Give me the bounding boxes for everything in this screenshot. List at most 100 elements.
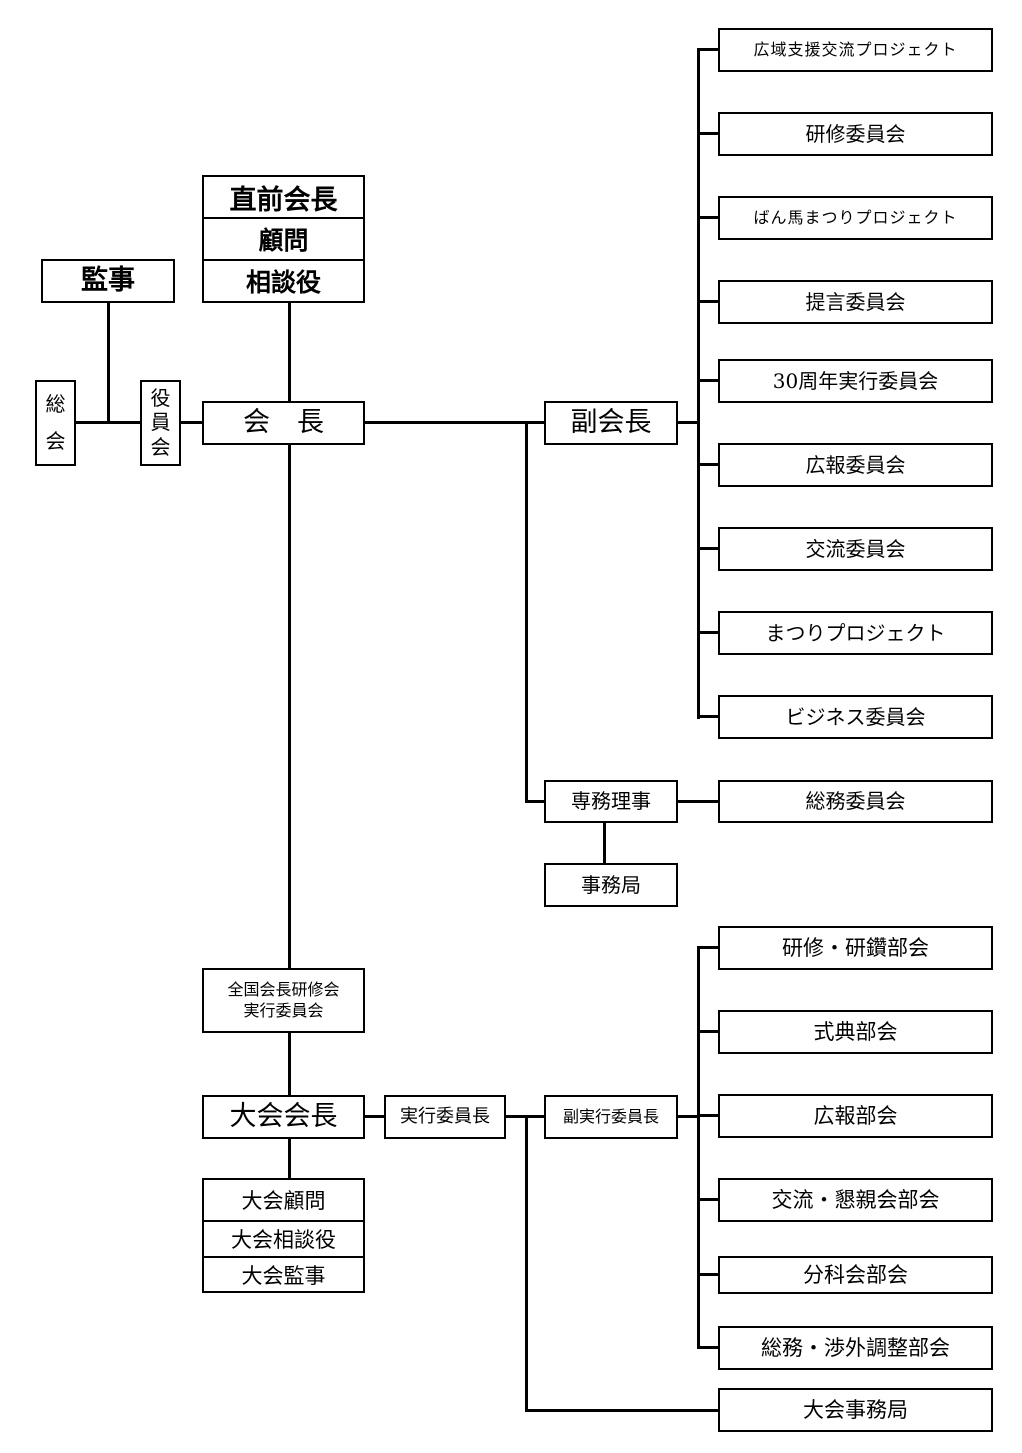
division-box: 総務・渉外調整部会 (718, 1326, 993, 1370)
division-box: 交流・懇親会部会 (718, 1178, 993, 1222)
exec-chair-label: 実行委員長 (400, 1105, 490, 1127)
office-label: 事務局 (581, 872, 641, 897)
auditor-box: 監事 (41, 259, 175, 303)
committee-label: ばん馬まつりプロジェクト (753, 207, 958, 227)
connector (697, 300, 720, 303)
national-seminar-committee-box: 全国会長研修会 実行委員会 (202, 968, 365, 1033)
division-label: 広報部会 (813, 1103, 898, 1128)
connector (697, 49, 700, 719)
committee-box: 交流委員会 (718, 527, 993, 571)
division-box: 研修・研鑽部会 (718, 926, 993, 970)
connector (697, 1273, 720, 1276)
convention-president-box: 大会会長 (202, 1095, 365, 1139)
connector (363, 1115, 386, 1118)
committee-label: 提言委員会 (805, 289, 906, 314)
committee-box: 研修委員会 (718, 112, 993, 156)
committee-label: 交流委員会 (805, 536, 906, 561)
connector (180, 421, 204, 424)
board-char: 役 (150, 385, 171, 410)
connector (288, 301, 291, 403)
convention-advisor-label: 大会顧問 (241, 1189, 326, 1213)
committee-label: 研修委員会 (805, 121, 906, 146)
connector (676, 421, 700, 424)
connector (107, 301, 110, 423)
convention-advisor-cell: 大会顧問 (204, 1180, 363, 1222)
connector (697, 715, 720, 718)
connector (697, 946, 720, 949)
general-assembly-char: 総 (45, 392, 66, 416)
general-assembly-char: 会 (45, 429, 66, 453)
division-label: 研修・研鑽部会 (782, 935, 929, 960)
former-president-label: 直前会長 (229, 184, 338, 216)
division-label: 式典部会 (813, 1019, 898, 1044)
committee-label: 広報委員会 (805, 452, 906, 477)
president-label: 会 長 (243, 407, 324, 439)
committee-box: 広報委員会 (718, 443, 993, 487)
committee-box: 広域支援交流プロジェクト (718, 28, 993, 72)
division-label: 総務・渉外調整部会 (761, 1335, 950, 1360)
former-president-cell: 直前会長 (204, 177, 363, 219)
national-seminar-line: 実行委員会 (243, 1000, 324, 1020)
advisor-label: 顧問 (258, 226, 309, 255)
connector (697, 1030, 720, 1033)
convention-president-label: 大会会長 (229, 1101, 338, 1133)
division-label: 交流・懇親会部会 (771, 1187, 940, 1212)
connector (697, 631, 720, 634)
connector (697, 379, 720, 382)
board-char: 員 (150, 410, 171, 435)
committee-box: ばん馬まつりプロジェクト (718, 196, 993, 240)
auditor-label: 監事 (81, 265, 135, 297)
convention-auditor-cell: 大会監事 (204, 1258, 363, 1291)
convention-counselor-label: 大会相談役 (231, 1228, 336, 1252)
counselor-cell: 相談役 (204, 261, 363, 301)
convention-advisors-stack: 大会顧問 大会相談役 大会監事 (202, 1178, 365, 1293)
vice-president-box: 副会長 (544, 401, 678, 445)
convention-counselor-cell: 大会相談役 (204, 1222, 363, 1258)
convention-office-box: 大会事務局 (718, 1388, 993, 1432)
advisors-stack: 直前会長 顧問 相談役 (202, 175, 365, 303)
board-box: 役 員 会 (140, 380, 181, 466)
division-label: 分科会部会 (803, 1262, 908, 1287)
vice-exec-chair-box: 副実行委員長 (544, 1095, 678, 1139)
vice-president-label: 副会長 (570, 407, 652, 439)
general-assembly-box: 総 会 (35, 380, 76, 466)
vice-exec-chair-label: 副実行委員長 (562, 1106, 659, 1126)
general-affairs-committee-box: 総務委員会 (718, 780, 993, 823)
committee-label: 広域支援交流プロジェクト (753, 39, 958, 59)
committee-label: 30周年実行委員会 (772, 368, 939, 393)
connector (525, 800, 546, 803)
exec-chair-box: 実行委員長 (384, 1095, 506, 1139)
committee-label: ビジネス委員会 (785, 704, 926, 729)
connector (363, 421, 546, 424)
connector (525, 1409, 720, 1412)
national-seminar-line: 全国会長研修会 (227, 979, 340, 999)
connector (525, 1115, 528, 1412)
committee-label: まつりプロジェクト (765, 620, 946, 645)
connector (288, 443, 291, 970)
general-affairs-committee-label: 総務委員会 (805, 789, 906, 813)
convention-auditor-label: 大会監事 (241, 1263, 326, 1288)
division-box: 分科会部会 (718, 1256, 993, 1294)
connector (697, 1346, 720, 1349)
connector (603, 821, 606, 865)
connector (697, 48, 720, 51)
division-box: 式典部会 (718, 1010, 993, 1054)
connector (697, 463, 720, 466)
committee-box: ビジネス委員会 (718, 695, 993, 739)
connector (525, 421, 528, 803)
convention-office-label: 大会事務局 (803, 1397, 908, 1422)
office-box: 事務局 (544, 863, 678, 907)
connector (697, 947, 700, 1349)
connector (288, 1137, 291, 1179)
division-box: 広報部会 (718, 1094, 993, 1138)
connector (697, 1198, 720, 1201)
committee-box: まつりプロジェクト (718, 611, 993, 655)
connector (676, 800, 720, 803)
board-char: 会 (150, 435, 171, 460)
executive-director-box: 専務理事 (544, 780, 678, 823)
connector (697, 216, 720, 219)
president-box: 会 長 (202, 401, 365, 445)
committee-box: 提言委員会 (718, 280, 993, 324)
executive-director-label: 専務理事 (571, 789, 651, 813)
